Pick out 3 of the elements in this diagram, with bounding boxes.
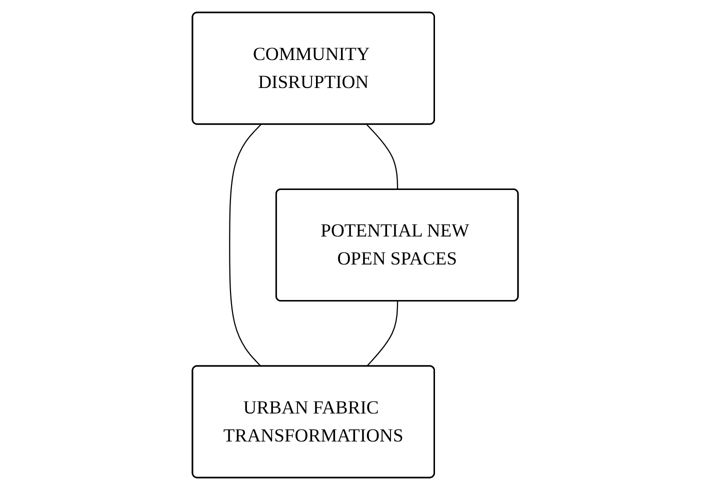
connector [366,124,398,190]
connector [228,124,262,366]
connector [366,300,398,366]
